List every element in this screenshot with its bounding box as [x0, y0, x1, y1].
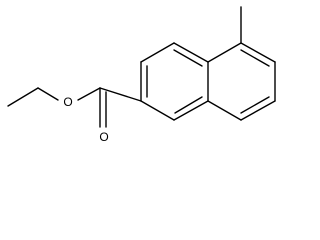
ring-a-inner-bond-2	[173, 49, 203, 67]
ring-b-inner-bond-2	[240, 96, 270, 114]
ester-oxygen-label: O	[63, 95, 72, 109]
ring-b-bond-2	[240, 42, 276, 63]
bond-ch2-ester-oxygen	[37, 87, 59, 101]
ring-a-bond-5	[173, 100, 209, 121]
carbonyl-oxygen-label: O	[99, 130, 108, 144]
bond-methyl-ch2	[7, 87, 39, 107]
ring-a-inner-bond-3	[174, 96, 203, 114]
atom-labels: O O	[63, 95, 108, 144]
ring-a-bond-2	[140, 42, 175, 63]
ring-a-bond-3	[173, 42, 209, 63]
bond-ester-oxygen-carbonyl	[77, 87, 101, 101]
bond-carbonyl-ring	[99, 87, 142, 102]
ring-b-bond-5	[207, 100, 242, 121]
ring-a-bond-6	[140, 100, 175, 121]
chemical-structure: O O	[7, 6, 276, 144]
ring-b-bond-1	[207, 42, 242, 63]
ring-b-bond-4	[240, 100, 276, 121]
bonds	[7, 6, 276, 128]
ring-b-inner-bond-1	[240, 49, 270, 67]
